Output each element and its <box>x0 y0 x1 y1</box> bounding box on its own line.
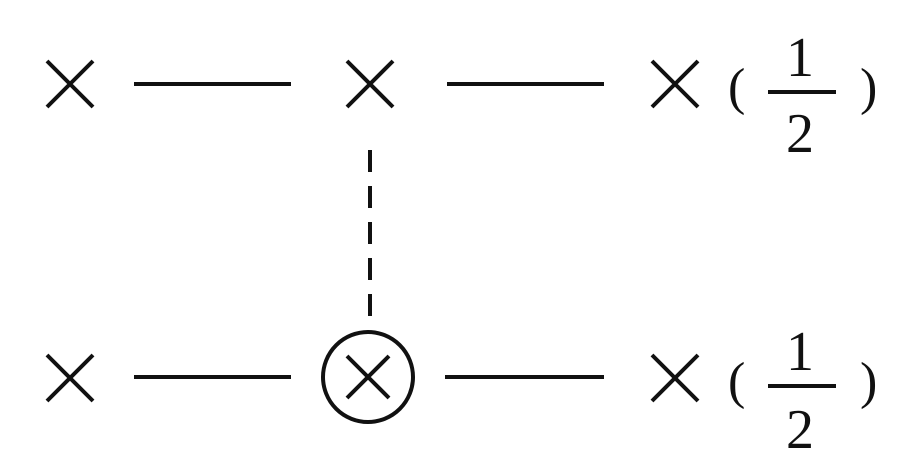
numerator: 1 <box>786 27 814 89</box>
denominator: 2 <box>786 103 814 165</box>
circle-mark <box>321 330 415 424</box>
denominator: 2 <box>786 399 814 461</box>
fraction-label-top: ( 1 2 ) <box>728 27 877 165</box>
numerator: 1 <box>786 321 814 383</box>
open-paren: ( <box>728 59 745 116</box>
cross-mark <box>345 59 395 109</box>
cross-mark <box>650 59 700 109</box>
close-paren: ) <box>860 353 877 410</box>
connections <box>134 82 604 379</box>
cross-mark <box>345 354 391 400</box>
node-bottom-right <box>650 353 700 403</box>
fraction-label-bottom: ( 1 2 ) <box>728 321 877 461</box>
node-bottom-middle <box>321 330 415 424</box>
close-paren: ) <box>860 59 877 116</box>
node-top-left <box>45 59 95 109</box>
node-top-right <box>650 59 700 109</box>
node-bottom-left <box>45 353 95 403</box>
cross-mark <box>45 353 95 403</box>
node-top-middle <box>345 59 395 109</box>
open-paren: ( <box>728 353 745 410</box>
cross-mark <box>650 353 700 403</box>
cross-mark <box>45 59 95 109</box>
